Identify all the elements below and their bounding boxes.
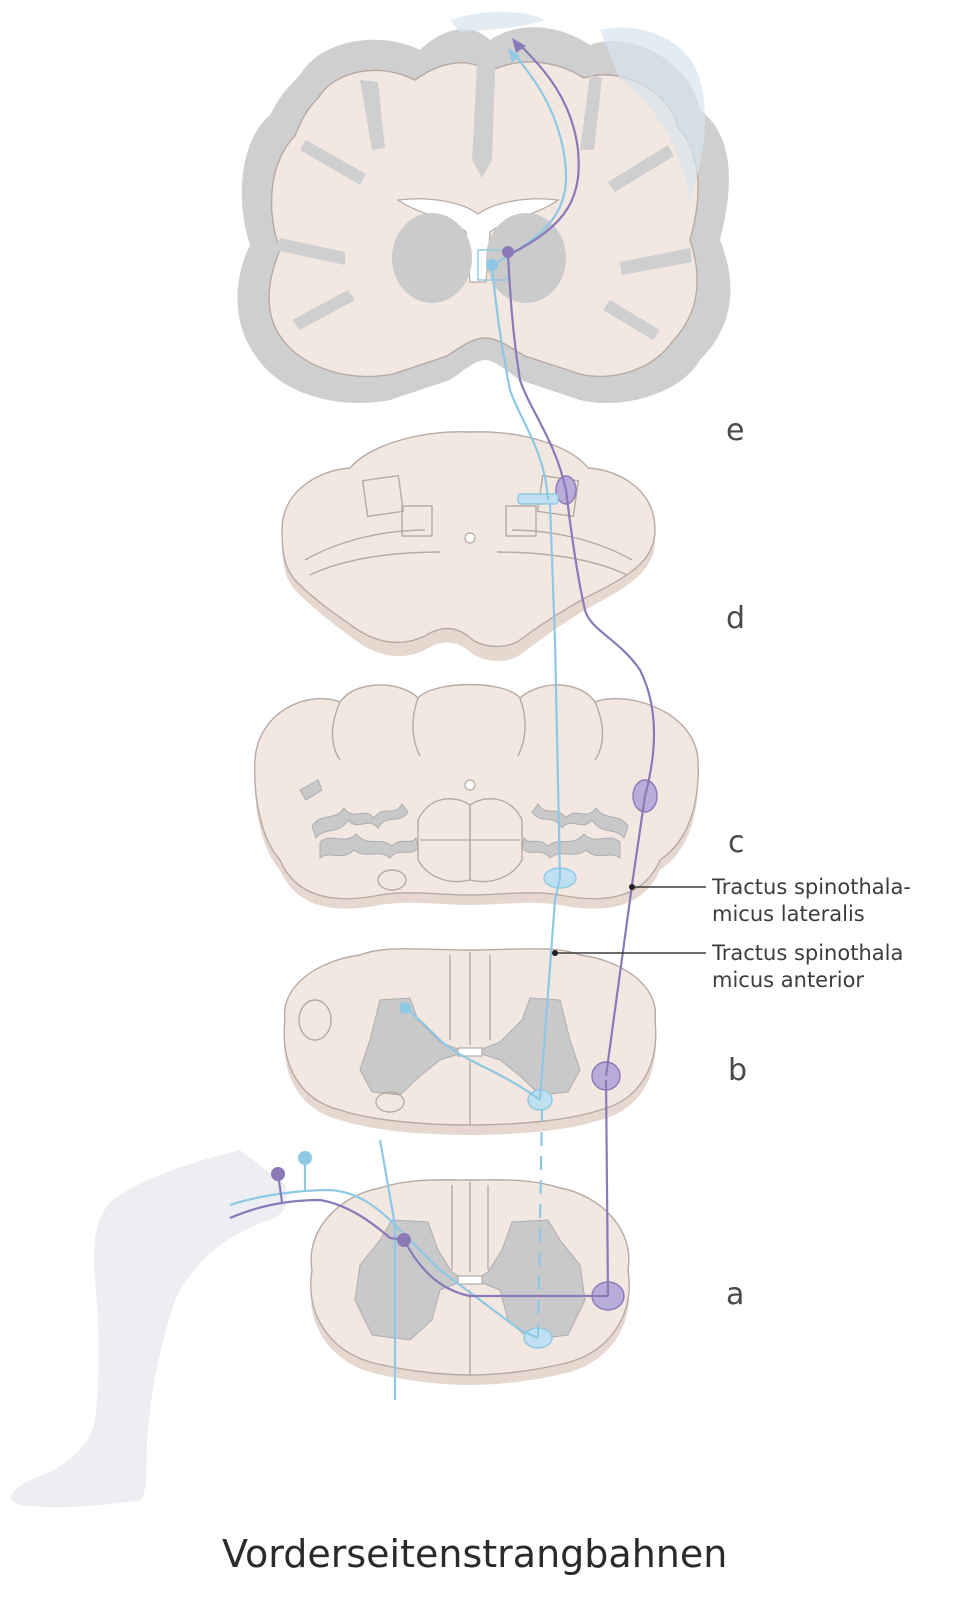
nucleus-block-1 [361,474,405,518]
sulcus-right-3 [620,248,692,275]
level-label-a: a [726,1277,744,1312]
medulla-lobe-line-2 [412,697,421,757]
leader-lateralis-dot [629,884,635,890]
tract-label-lateralis-line1: Tractus spinothala- [711,875,911,899]
medulla-lobe-line-4 [594,701,604,761]
anterior-tract-c-to-d [548,503,562,879]
cortex-fragment-top [450,11,545,32]
medulla-lobe-line-1 [331,701,341,761]
lateral-tract-a-to-b [604,1079,610,1297]
lateral-neuron-body-a [397,1233,411,1247]
pyramid-right [469,798,523,883]
tract-label-lateralis-line2: micus lateralis [712,902,865,926]
cortex-fragment [600,27,706,200]
spinal-cord-section-b [283,948,657,1135]
leg-silhouette [11,1150,287,1508]
anterior-tract-thalamus-to-cortex [491,54,568,266]
sulcus-left-2 [300,140,366,185]
sulcus-right-4 [603,300,660,340]
anterior-tract-b-to-c [538,877,562,1101]
level-label-d: d [726,601,745,636]
cerebral-peduncle-right-2 [496,551,628,576]
medulla-section [254,683,699,909]
diagram-title: Vorderseitenstrangbahnen [222,1532,727,1576]
cerebral-peduncle-left-2 [309,551,441,576]
anterior-neuron-body-thalamus [486,259,498,271]
anterior-tract-d-to-thalamus [490,264,550,501]
anterior-tract-nucleus-d [517,493,559,505]
cerebral-peduncle-right [511,529,633,561]
level-label-e: e [726,413,744,448]
tract-label-anterior-line2: micus anterior [712,968,864,992]
anterior-tract-afferent [229,1188,539,1340]
anterior-dorsal-root-ganglion [298,1151,312,1165]
sulcus-right-2 [608,145,674,192]
olive-stem-left [299,779,323,801]
lateral-neuron-body-thalamus [502,246,514,258]
olive-left [311,803,409,840]
lateral-tract-afferent [229,1198,608,1298]
lateral-tract-d-to-thalamus [506,254,568,491]
tract-label-anterior-line1: Tractus spinothala [711,941,903,965]
thalamus-left [392,213,472,303]
central-canal-b [457,1047,483,1057]
midbrain-section [281,431,656,662]
sulcus-right-1 [580,75,602,150]
longitudinal-fissure [472,45,496,178]
lateral-spinothalamic-tract [229,38,656,1298]
anterior-tract-b-horn [404,1007,541,1101]
sulcus-left-4 [292,290,355,330]
anterior-tract-arrowhead [508,48,520,62]
nucleus-block-2 [401,505,433,537]
grey-matter-right-b [473,997,581,1096]
lateral-tract-c-to-d [564,489,656,797]
central-canal-c [464,779,476,791]
dorsal-horn-left-b [298,999,332,1041]
leader-anterior-dot [552,950,558,956]
lateral-tract-arrowhead [512,38,526,53]
medulla-lobe-line-3 [517,697,526,757]
medulla-outline [254,683,699,900]
nucleus-block-3 [505,505,537,537]
ventral-bump-left-b [375,1091,405,1113]
level-label-c: c [728,825,745,860]
lateral-dorsal-root-ganglion [271,1167,285,1181]
sulcus-left-1 [360,80,385,150]
spinal-cord-section-a [310,1179,630,1385]
anterior-neuron-body-b [399,1002,411,1014]
brain-coronal-section [237,11,731,404]
olive-right [531,803,629,840]
posterior-median-sulcus-a [451,1182,489,1272]
grey-matter-left-a [354,1219,467,1341]
central-canal-a [457,1275,483,1285]
anterior-spinothalamic-tract [229,48,568,1400]
tract-label-leaders [552,884,706,956]
posterior-median-sulcus-b [449,952,491,1045]
cerebral-peduncle-left [304,529,426,561]
sulcus-left-3 [275,238,345,265]
thalamus-right [486,213,566,303]
lateral-tract-thalamus-to-cortex [507,44,580,256]
nucleus-small-c [377,869,407,891]
level-label-b: b [728,1053,747,1088]
anterior-tract-branch-up [378,1139,397,1226]
cerebral-aqueduct [464,532,476,544]
